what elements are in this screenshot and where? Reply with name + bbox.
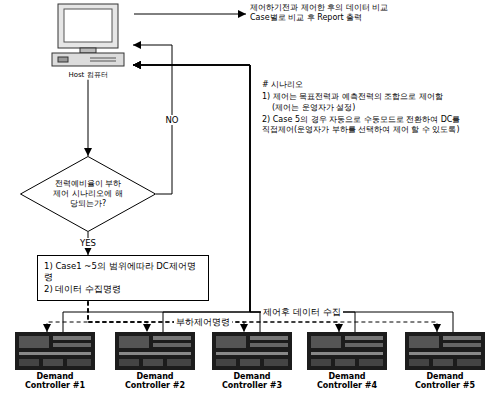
edge-label: NO	[163, 115, 180, 125]
note-text: 2) Case 5의 경우 자동으로 수동모드로 전환하여 DC를 직접제어(운…	[262, 115, 462, 136]
flow-connector	[88, 80, 89, 156]
controller-image	[405, 332, 485, 370]
controller-panel	[307, 332, 387, 370]
node-text: 전력예비율이 부하제어 시나리오에 해당되는가?	[51, 179, 125, 209]
host-computer: Host 컴퓨터	[43, 2, 133, 80]
note-text: (제어는 운영자가 설정)	[272, 103, 462, 113]
command-connector	[88, 301, 244, 332]
command-connector	[88, 301, 437, 332]
controller-panel	[212, 332, 292, 370]
demand-controller: Demand Controller #3	[210, 332, 294, 390]
process-box: 1) Case1 ~5의 범위에따라 DC제어명령2) 데이터 수집명령	[37, 255, 209, 301]
controller-image	[212, 332, 292, 370]
decision-diamond: 전력예비율이 부하제어 시나리오에 해당되는가?	[20, 156, 156, 232]
command-connector	[88, 301, 147, 332]
note-block: 2) Case 5의 경우 자동으로 수동모드로 전환하여 DC를 직접제어(운…	[262, 115, 462, 136]
controller-name: Demand Controller #3	[210, 372, 294, 390]
note-block: 제어하기전과 제어한 후의 데이터 비교 Case별로 비교 후 Report …	[250, 3, 400, 24]
report-arrow	[134, 14, 246, 15]
controller-image	[15, 332, 95, 370]
note-text: 제어하기전과 제어한 후의 데이터 비교 Case별로 비교 후 Report …	[250, 3, 400, 24]
edge-label: YES	[78, 238, 98, 248]
note-text: 1) 제어는 목표전력과 예측전력의 조합으로 제어함	[262, 92, 462, 102]
note-block: # 시나리오	[262, 80, 462, 90]
node-text: 2) 데이터 수집명령	[44, 284, 202, 295]
note-text: # 시나리오	[262, 80, 462, 90]
edge-label: 제어후 데이터 수집	[261, 307, 342, 317]
controller-panel	[115, 332, 195, 370]
controller-image	[307, 332, 387, 370]
computer-icon	[50, 2, 126, 68]
controller-name: Demand Controller #4	[305, 372, 389, 390]
node-text: Host 컴퓨터	[43, 72, 133, 80]
note-block: (제어는 운영자가 설정)	[272, 103, 462, 113]
note-block: 1) 제어는 목표전력과 예측전력의 조합으로 제어함	[262, 92, 462, 102]
controller-name: Demand Controller #2	[113, 372, 197, 390]
demand-controller: Demand Controller #2	[113, 332, 197, 390]
edge-label: 부하제어명령	[174, 317, 232, 327]
controller-name: Demand Controller #5	[403, 372, 487, 390]
demand-controller: Demand Controller #5	[403, 332, 487, 390]
controller-name: Demand Controller #1	[13, 372, 97, 390]
node-text: 1) Case1 ~5의 범위에따라 DC제어명령	[44, 261, 202, 284]
controller-panel	[15, 332, 95, 370]
demand-controller: Demand Controller #4	[305, 332, 389, 390]
controller-panel	[405, 332, 485, 370]
controller-image	[115, 332, 195, 370]
demand-controller: Demand Controller #1	[13, 332, 97, 390]
command-connector	[47, 301, 88, 332]
